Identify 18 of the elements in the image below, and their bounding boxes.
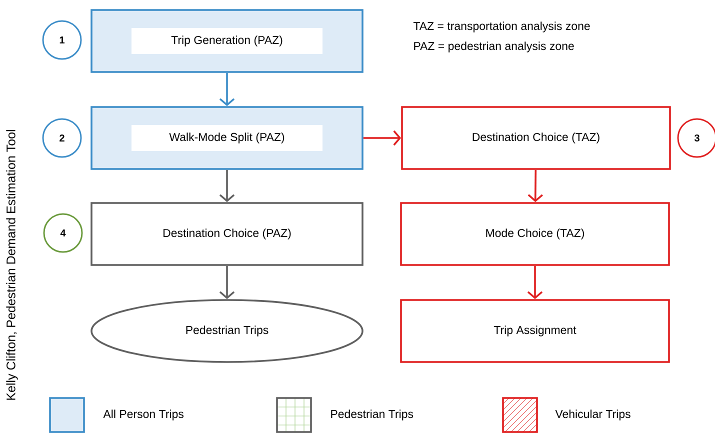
- legend-label: Pedestrian Trips: [331, 410, 414, 420]
- note-text: PAZ = pedestrian analysis zone: [414, 42, 574, 52]
- arrow: [219, 266, 235, 300]
- process-box: Trip Assignment: [400, 299, 670, 363]
- process-box: Destination Choice (TAZ): [401, 106, 671, 170]
- process-box: Trip Generation (PAZ): [90, 9, 364, 73]
- arrow: [219, 170, 235, 202]
- legend-label: Vehicular Trips: [555, 410, 630, 420]
- process-box: Walk-Mode Split (PAZ): [90, 106, 364, 170]
- arrow: [363, 130, 402, 146]
- arrow: [219, 72, 235, 106]
- arrow: [528, 170, 543, 202]
- process-box: Mode Choice (TAZ): [400, 202, 670, 266]
- credit-text: Kelly Clifton, Pedestrian Demand Estimation Tool: [6, 130, 18, 400]
- legend-label: All Person Trips: [103, 410, 184, 420]
- note-text: TAZ = transportation analysis zone: [413, 22, 590, 32]
- arrow: [527, 266, 543, 300]
- process-box: Destination Choice (PAZ): [90, 202, 364, 266]
